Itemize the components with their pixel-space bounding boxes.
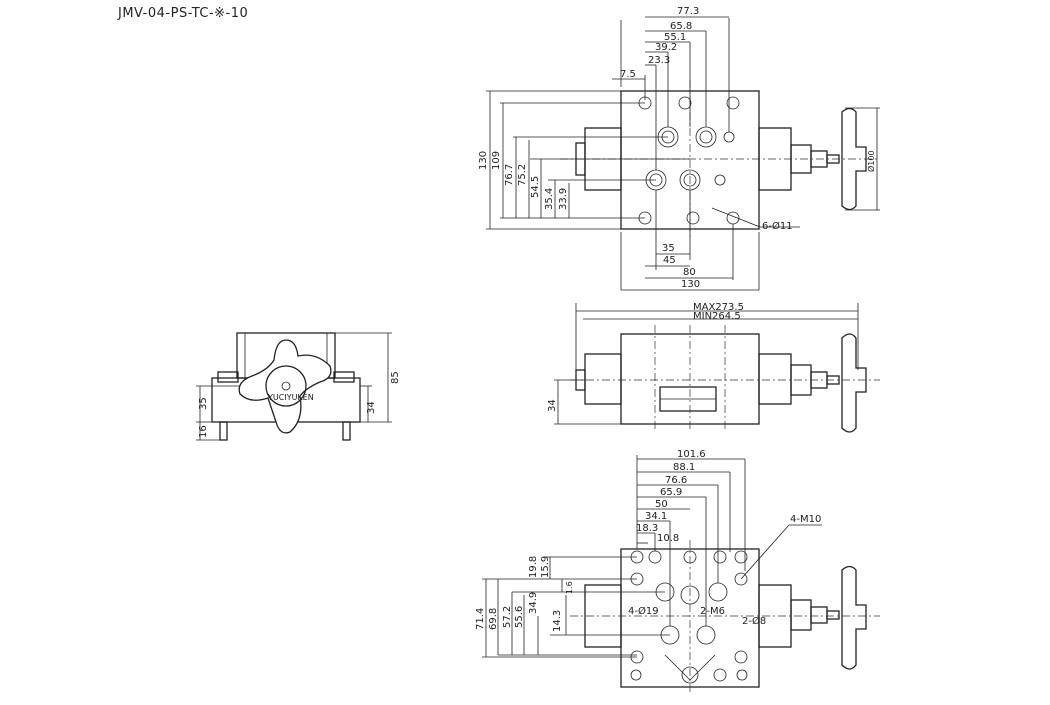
dim-34-1: 34.1	[645, 511, 667, 522]
drawing-title: JMV-04-PS-TC-※-10	[117, 6, 248, 21]
dim-10-8: 10.8	[657, 533, 679, 544]
dim-76-6: 76.6	[665, 475, 687, 486]
label-2-m6: 2-M6	[700, 606, 725, 617]
end-dim-34: 34	[366, 401, 377, 414]
dim-88-1: 88.1	[673, 462, 695, 473]
max-length: MAX273.5	[693, 302, 744, 313]
dim-55-6: 55.6	[514, 606, 525, 628]
dim-19-8: 19.8	[528, 556, 539, 578]
holes-label: 6-Ø11	[762, 220, 793, 232]
side-height: 34	[547, 399, 558, 412]
bottom-view: 4-M10 4-Ø19 2-M6 2-Ø8 101.6 88.1 76.6 65…	[475, 449, 880, 695]
dim-45-top: 45	[663, 255, 676, 266]
dim-101-6: 101.6	[677, 449, 706, 460]
end-dim-16: 16	[198, 425, 209, 438]
dim-76-7: 76.7	[504, 164, 515, 186]
side-view: MAX273.5 MIN264.5 34	[547, 302, 880, 433]
dim-130-vert: 130	[478, 151, 489, 170]
end-height-85: 85	[390, 371, 401, 384]
dim-109-vert: 109	[491, 151, 502, 170]
dim-23-3: 23.3	[648, 55, 670, 66]
dim-14-3: 14.3	[552, 610, 563, 632]
end-view: YUCIYUKEN 85 34 35 16	[196, 332, 401, 441]
dim-77-3: 77.3	[677, 6, 699, 17]
dim-75-2: 75.2	[517, 164, 528, 186]
min-length: MIN264.5	[693, 311, 741, 322]
top-view: 77.3 65.8 55.1 39.2 23.3 7.5 35 45 80 13…	[478, 6, 880, 291]
dim-39-2: 39.2	[655, 42, 677, 53]
dim-69-8: 69.8	[488, 608, 499, 630]
dim-71-4: 71.4	[475, 608, 486, 630]
dim-35-4: 35.4	[544, 188, 555, 210]
label-4-m10: 4-M10	[790, 514, 821, 525]
knob-text: YUCIYUKEN	[267, 393, 314, 402]
dim-80-top: 80	[683, 267, 696, 278]
dim-18-3: 18.3	[636, 523, 658, 534]
dim-65-9: 65.9	[660, 487, 682, 498]
dim-57-2: 57.2	[502, 606, 513, 628]
dim-7-5: 7.5	[620, 69, 636, 80]
dim-54-5: 54.5	[530, 176, 541, 198]
handle-dia: Ø100	[866, 150, 876, 172]
label-4-dia19: 4-Ø19	[628, 605, 659, 617]
dim-50: 50	[655, 499, 668, 510]
dim-15-9: 15.9	[540, 556, 551, 578]
dim-33-9: 33.9	[558, 188, 569, 210]
end-dim-35: 35	[198, 397, 209, 410]
dim-35-top: 35	[662, 243, 675, 254]
dim-1-6: 1.6	[565, 581, 574, 594]
dim-55-1: 55.1	[664, 32, 686, 43]
dim-130-top: 130	[681, 279, 700, 290]
dim-34-9: 34.9	[528, 592, 539, 614]
label-2-dia8: 2-Ø8	[742, 615, 766, 627]
dim-65-8: 65.8	[670, 21, 692, 32]
